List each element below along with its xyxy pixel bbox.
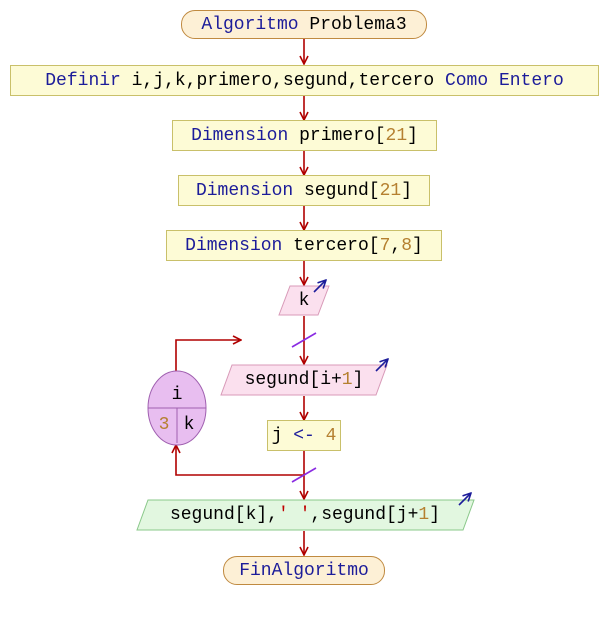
- loop-return-path: [176, 445, 304, 476]
- array-close: ]: [407, 125, 418, 146]
- array-size: 21: [385, 125, 408, 146]
- read-k-icon: [313, 280, 326, 293]
- algorithm-name: Problema3: [309, 14, 407, 35]
- define-statement: Definir i,j,k,primero,segund,tercero Com…: [10, 65, 599, 96]
- end-keyword: FinAlgoritmo: [239, 560, 369, 581]
- dimension-keyword: Dimension: [185, 235, 283, 256]
- output-offset: 1: [418, 505, 430, 525]
- start-keyword: Algoritmo: [201, 14, 299, 35]
- for-loop-shape: [147, 370, 207, 446]
- loop-top-tick: [291, 332, 317, 348]
- loop-entry-path: [175, 340, 241, 371]
- read-k-shape: [278, 285, 330, 316]
- dimension-keyword: Dimension: [195, 180, 294, 201]
- dimension-segund: Dimension segund[21]: [178, 175, 430, 206]
- array-close: ]: [401, 180, 413, 201]
- read-segund-shape: [220, 364, 388, 396]
- read-segund-text: segund[i+1]: [226, 365, 382, 395]
- loop-variable: i: [171, 385, 183, 405]
- array-name: primero[: [299, 125, 386, 146]
- output-text: segund[k],' ',segund[j+1]: [142, 500, 468, 530]
- output-part2: ,segund[j+: [310, 505, 419, 525]
- output-icon: [458, 493, 471, 506]
- array-size: 21: [379, 180, 402, 201]
- array-name: tercero[: [293, 235, 380, 256]
- array-close: ]: [412, 235, 423, 256]
- read-expr: segund[i+: [244, 370, 342, 390]
- assign-target: j: [271, 425, 283, 446]
- read-k-text: k: [298, 290, 310, 311]
- array-name: segund[: [303, 180, 380, 201]
- read-segund-icon: [375, 359, 388, 372]
- loop-end-value: k: [183, 415, 195, 435]
- output-part1: segund[k],: [169, 505, 278, 525]
- assign-statement: j <- 4: [267, 420, 341, 451]
- array-cols: 8: [401, 235, 413, 256]
- read-close: ]: [352, 370, 364, 390]
- assign-value: 4: [325, 425, 337, 446]
- output-shape: [136, 499, 475, 531]
- loop-bottom-tick: [291, 467, 317, 483]
- end-terminal: FinAlgoritmo: [223, 556, 385, 585]
- define-type: Como Entero: [444, 70, 564, 91]
- assign-operator: <-: [293, 425, 315, 446]
- array-separator: ,: [390, 235, 402, 256]
- start-terminal: Algoritmo Problema3: [181, 10, 427, 39]
- output-close: ]: [429, 505, 441, 525]
- dimension-primero: Dimension primero[21]: [172, 120, 437, 151]
- read-offset: 1: [341, 370, 353, 390]
- output-string: ' ': [277, 505, 311, 525]
- dimension-tercero: Dimension tercero[7,8]: [166, 230, 442, 261]
- array-rows: 7: [379, 235, 391, 256]
- dimension-keyword: Dimension: [191, 125, 289, 146]
- define-keyword: Definir: [45, 70, 121, 91]
- loop-start-value: 3: [158, 415, 170, 435]
- define-variables: i,j,k,primero,segund,tercero: [131, 70, 435, 91]
